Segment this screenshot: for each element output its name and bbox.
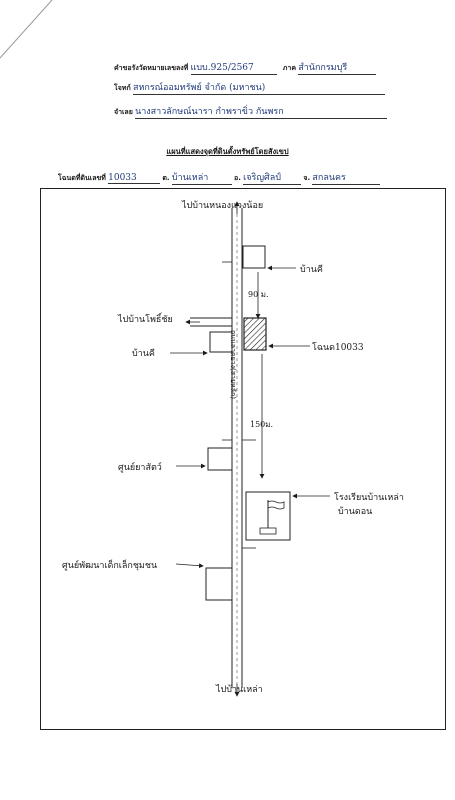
temple-box <box>245 491 291 541</box>
house-1-box <box>242 245 266 269</box>
province-label: ภาค <box>282 64 297 72</box>
school-box <box>205 567 233 601</box>
shop-box <box>207 447 233 471</box>
page-title: แผนที่แสดงจุดที่ดินตั้งทรัพย์โดยสังเขป <box>166 147 289 156</box>
left-road-label: ไปบ้านโพธิ์ชัย <box>118 315 173 325</box>
deed-value: 10033 <box>108 173 161 184</box>
defendant-label: จำเลย <box>114 108 133 116</box>
district-label: อ. <box>234 174 241 182</box>
applicant-label: โจทก์ <box>114 84 131 92</box>
district-value: เจริญศิลป์ <box>243 170 302 185</box>
applicant-row: โจทก์ สหกรณ์ออมทรัพย์ จำกัด (มหาชน) <box>114 80 385 95</box>
doc-number-row: คำขอรังวัดหมายเลขลงที่ แบบ.925/2567 ภาค … <box>114 60 377 75</box>
subdistrict-value: บ้านเหล่า <box>171 170 232 185</box>
defendant-row: จำเลย นางสาวลักษณ์นารา กำพราขิ่ว กันพรก <box>114 104 388 119</box>
temple-label: โรงเรียนบ้านเหล่า <box>334 493 404 503</box>
school-label: ศูนย์พัฒนาเด็กเล็กชุมชน <box>62 561 158 571</box>
flag-icon <box>259 500 285 535</box>
parcel-province-label: จ. <box>303 174 311 182</box>
school-pointer <box>175 563 204 569</box>
province-value: สำนักกรมบุรี <box>298 60 377 75</box>
house-2-label: บ้านคี <box>132 349 155 359</box>
bottom-road-label: ไปบ้านเหล่า <box>216 685 263 695</box>
shop-label: ศูนย์ยาสัตว์ <box>118 463 162 473</box>
map-frame <box>40 188 446 730</box>
temple-label-2: บ้านดอน <box>338 507 373 517</box>
subdistrict-label: ต. <box>162 174 170 182</box>
side-road-left <box>185 317 232 327</box>
parcel-province-value: สกลนคร <box>312 170 381 185</box>
dist-1-label: 90 ม. <box>248 290 269 299</box>
doc-number-value: แบบ.925/2567 <box>190 60 277 75</box>
dist-2-label: 150ม. <box>250 420 274 429</box>
road-name-label: ถนนลาดยาง(สายหลัก) <box>229 330 237 399</box>
defendant-value: นางสาวลักษณ์นารา กำพราขิ่ว กันพรก <box>135 104 388 119</box>
subject-parcel <box>243 317 267 351</box>
house-2-box <box>209 331 233 353</box>
doc-number-label: คำขอรังวัดหมายเลขลงที่ <box>114 64 189 72</box>
top-road-label: ไปบ้านหนองแวงน้อย <box>182 201 264 211</box>
deed-marker-label: โฉนด10033 <box>312 343 364 353</box>
parcel-row: โฉนดที่ดินเลขที่ 10033 ต. บ้านเหล่า อ. เ… <box>58 170 381 185</box>
deed-label: โฉนดที่ดินเลขที่ <box>58 174 106 182</box>
main-road <box>231 208 243 688</box>
applicant-value: สหกรณ์ออมทรัพย์ จำกัด (มหาชน) <box>132 80 385 95</box>
house-1-label: บ้านคี <box>300 265 323 275</box>
